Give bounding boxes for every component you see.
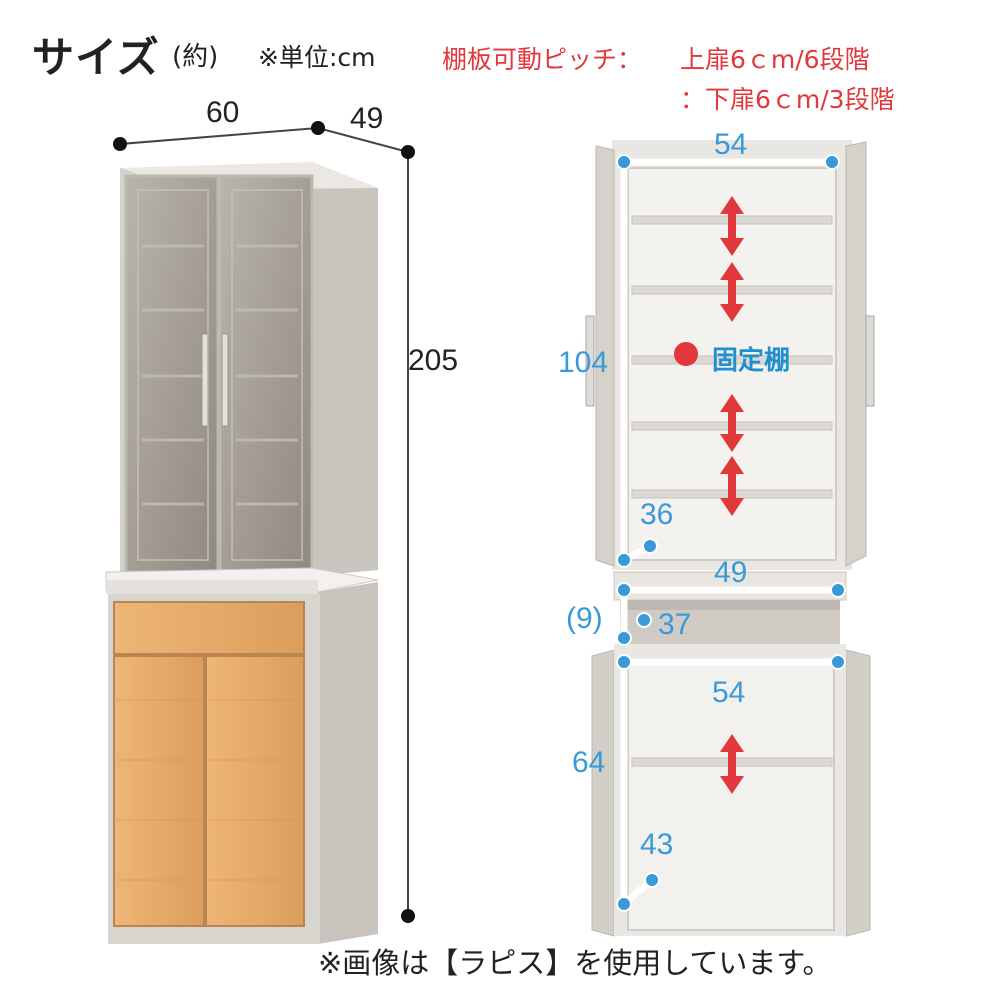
exterior-dimension-lines <box>113 121 415 923</box>
dimension-endpoint-icon <box>830 654 846 670</box>
shelf-pitch-upper: 上扉6ｃm/6段階 <box>680 45 870 74</box>
dimension-endpoint-icon <box>113 137 127 151</box>
size-title: サイズ <box>32 33 160 82</box>
door-handle-icon <box>221 333 229 427</box>
dimension-endpoint-icon <box>616 896 632 912</box>
middle-inner-height-label: (9) <box>566 602 603 635</box>
middle-inner-depth-label: 37 <box>658 608 692 641</box>
middle-inner-width-label: 49 <box>714 556 748 589</box>
unit-label: ※単位:cm <box>258 43 376 72</box>
dimension-endpoint-icon <box>824 154 840 170</box>
upper-inner-width-label: 54 <box>714 128 748 161</box>
lower-inner-height-label: 64 <box>572 746 606 779</box>
middle-interior <box>613 571 847 644</box>
dimension-endpoint-icon <box>616 552 632 568</box>
door-handle-icon <box>585 315 595 407</box>
counter-top <box>105 567 379 594</box>
dimension-endpoint-icon <box>401 909 415 923</box>
dimension-endpoint-icon <box>830 582 846 598</box>
red-double-arrow-icon <box>720 262 744 322</box>
interior-dimension-points <box>616 154 846 912</box>
drawer-front <box>113 601 305 655</box>
dimension-endpoint-icon <box>642 538 658 554</box>
shelf-pitch-arrows <box>720 196 744 794</box>
lower-door-left <box>113 655 205 927</box>
shelf-pitch-lower: ：下扉6ｃm/3段階 <box>680 85 895 114</box>
dimension-endpoint-icon <box>616 654 632 670</box>
dimension-endpoint-icon <box>644 872 660 888</box>
shelf-pitch-label: 棚板可動ピッチ： <box>442 45 643 74</box>
lower-interior <box>591 644 871 937</box>
red-double-arrow-icon <box>720 456 744 516</box>
image-footnote: ※画像は【ラピス】を使用しています。 <box>318 946 832 980</box>
exterior-width-label: 60 <box>206 96 240 129</box>
door-handle-icon <box>201 333 209 427</box>
lower-inner-depth-label: 43 <box>640 828 674 861</box>
red-double-arrow-icon <box>720 734 744 794</box>
red-dot-icon <box>674 342 698 366</box>
upper-inner-depth-label: 36 <box>640 498 674 531</box>
lower-door-right <box>205 655 305 927</box>
dimension-endpoint-icon <box>616 154 632 170</box>
dimension-endpoint-icon <box>401 145 415 159</box>
upper-interior <box>585 140 875 570</box>
red-double-arrow-icon <box>720 196 744 256</box>
lower-inner-width-label: 54 <box>712 676 746 709</box>
dimension-endpoint-icon <box>636 612 652 628</box>
exterior-depth-label: 49 <box>350 102 384 135</box>
red-double-arrow-icon <box>720 394 744 452</box>
dimension-endpoint-icon <box>616 630 632 646</box>
dimension-endpoint-icon <box>616 582 632 598</box>
exterior-height-label: 205 <box>408 344 459 377</box>
lower-cabinet <box>108 582 378 944</box>
fixed-shelf-label: 固定棚 <box>712 346 791 376</box>
size-approx-label: (約) <box>172 42 219 72</box>
upper-cabinet <box>120 162 378 578</box>
interior-dimension-lines <box>620 158 838 907</box>
door-handle-icon <box>865 315 875 407</box>
upper-inner-height-label: 104 <box>558 346 609 379</box>
dimension-endpoint-icon <box>311 121 325 135</box>
